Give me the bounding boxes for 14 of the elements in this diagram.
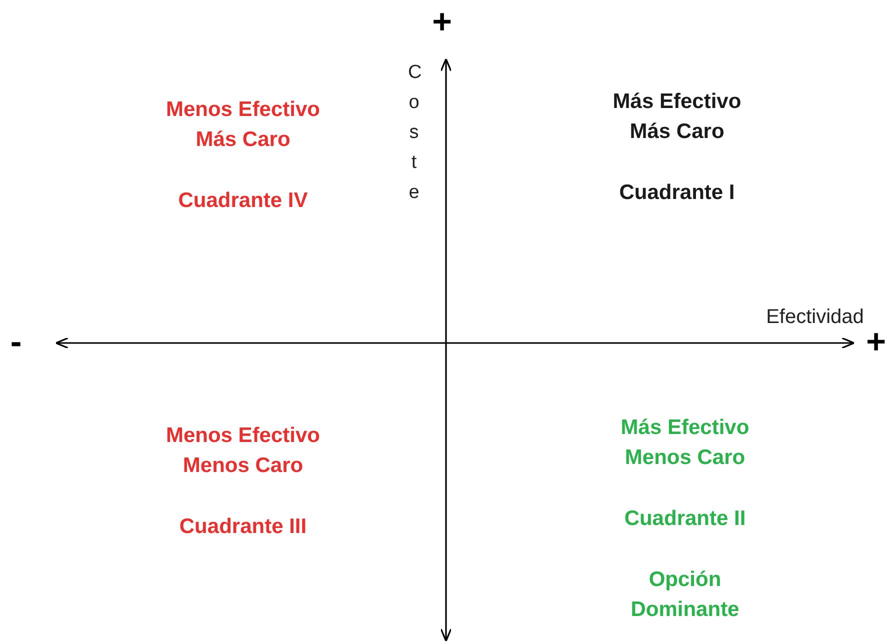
quadrant-label: Menos Efectivo Más Caro: [164, 97, 322, 153]
quadrant-name: Cuadrante IV: [177, 188, 309, 214]
quadrant-label: Menos Efectivo Menos Caro: [164, 423, 322, 479]
axis-sign: +: [865, 322, 885, 362]
axis-sign: +: [431, 2, 453, 42]
axis-title: Coste: [408, 61, 420, 205]
quadrant-label: Más Efectivo Menos Caro: [620, 415, 750, 471]
quadrant-name: Cuadrante I: [618, 180, 736, 206]
axis-title: Efectividad: [765, 305, 865, 330]
axis-sign: -: [9, 322, 23, 362]
quadrant-name: Cuadrante III: [178, 514, 308, 540]
quadrant-label: Más Efectivo Más Caro: [612, 89, 742, 145]
dominant-option-label: Opción Dominante: [630, 567, 740, 623]
quadrant-name: Cuadrante II: [623, 506, 747, 532]
